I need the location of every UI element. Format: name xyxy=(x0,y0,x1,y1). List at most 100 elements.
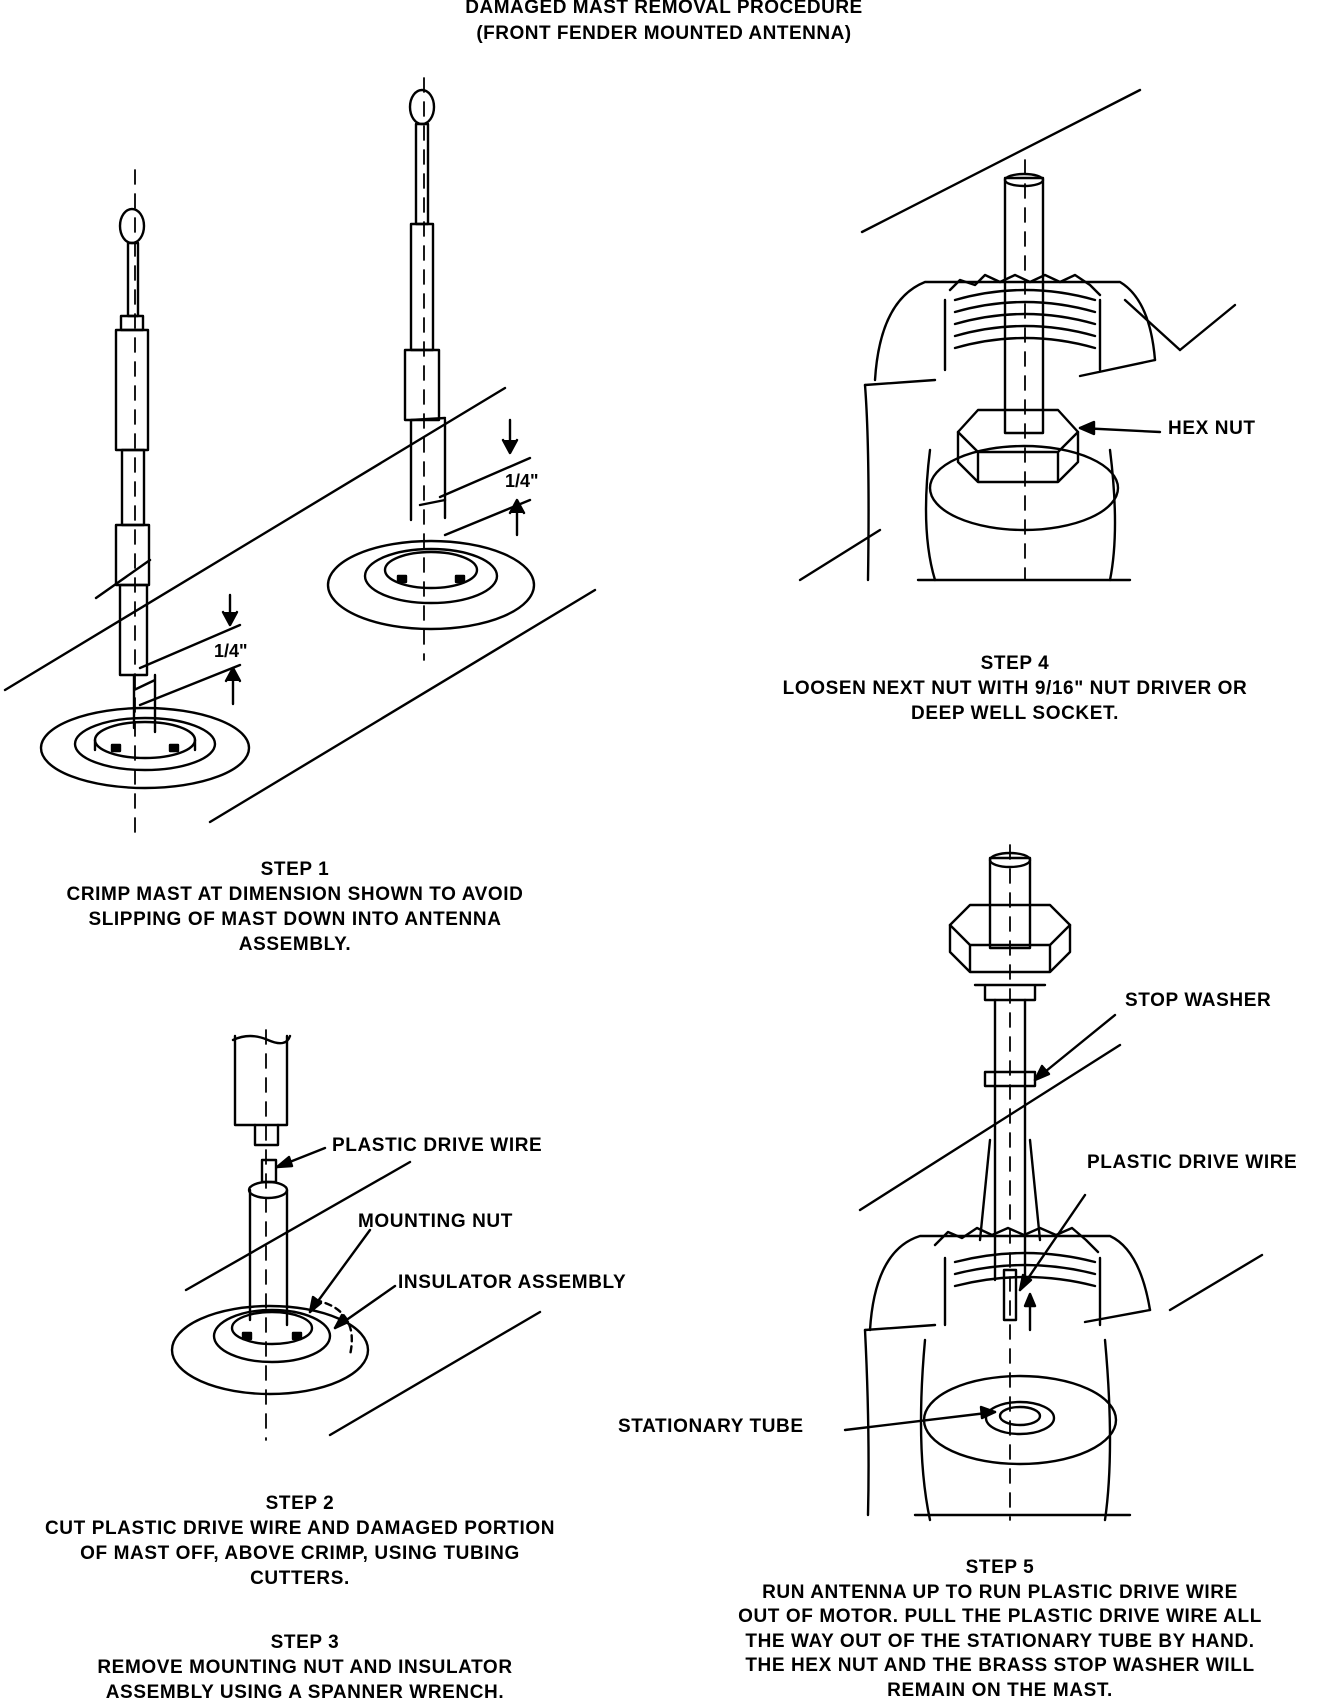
collar-sides xyxy=(945,1258,1100,1325)
plastic-drive-wire-callout: PLASTIC DRIVE WIRE xyxy=(332,1135,543,1156)
housing-top xyxy=(924,1376,1116,1464)
insulator-assembly xyxy=(214,1310,330,1362)
stationary-tube xyxy=(986,1402,1054,1434)
arrowhead xyxy=(1025,1294,1035,1306)
insulator-ring xyxy=(365,549,497,603)
plastic-drive-wire-callout-step5: PLASTIC DRIVE WIRE xyxy=(1087,1152,1298,1173)
step2-line: CUT PLASTIC DRIVE WIRE AND DAMAGED PORTI… xyxy=(44,1518,556,1539)
step5-line: REMAIN ON THE MAST. xyxy=(887,1679,1113,1701)
fender-opening xyxy=(870,1236,1150,1330)
fender-short-line xyxy=(96,560,150,598)
step2-illustration xyxy=(172,1030,540,1440)
spanner-notch xyxy=(456,576,464,582)
hex-nut-sides xyxy=(950,925,1070,972)
fender-cut xyxy=(865,360,1155,385)
fender-line xyxy=(1180,305,1235,350)
spanner-notch xyxy=(293,1333,301,1339)
arrowhead xyxy=(981,1407,995,1418)
ratchet-nut-teeth xyxy=(950,275,1100,295)
mast-section xyxy=(128,243,138,316)
mast-section xyxy=(116,525,149,585)
cut-mast-tip xyxy=(255,1125,278,1145)
mast-lower-section xyxy=(411,418,445,520)
mast-collar xyxy=(121,316,143,330)
mounting-nut xyxy=(385,552,477,588)
mast-tube-top xyxy=(1005,174,1043,186)
insulator-outline xyxy=(315,1300,352,1355)
arrowhead xyxy=(277,1157,292,1167)
leader-stop-washer xyxy=(1035,1015,1115,1080)
arrowhead xyxy=(310,1297,321,1312)
dimension-label: 1/4" xyxy=(214,641,248,661)
fender-cut xyxy=(865,1310,1150,1330)
plastic-drive-wire xyxy=(262,1160,276,1182)
dimension-label: 1/4" xyxy=(505,471,539,491)
hex-nut-callout: HEX NUT xyxy=(1168,418,1256,439)
mast-tube-top xyxy=(990,853,1030,867)
step3-heading: STEP 3 xyxy=(270,1632,340,1653)
fender-edge-line xyxy=(5,388,505,690)
spanner-notch xyxy=(170,745,178,751)
mounting-nut xyxy=(232,1312,312,1344)
step5-heading: STEP 5 xyxy=(965,1557,1035,1578)
mast-section xyxy=(416,124,428,224)
arrowhead xyxy=(1020,1275,1031,1290)
fender-lower-line xyxy=(330,1312,540,1435)
fender-lower-line xyxy=(210,590,595,822)
plastic-drive-wire xyxy=(1004,1270,1016,1320)
step4-illustration xyxy=(800,90,1235,580)
insulator-assembly-callout: INSULATOR ASSEMBLY xyxy=(398,1272,627,1293)
fender-line xyxy=(862,90,1140,232)
step1-line: SLIPPING OF MAST DOWN INTO ANTENNA xyxy=(88,909,502,930)
fender-line xyxy=(1170,1255,1262,1310)
mounting-nut xyxy=(95,722,195,758)
cut-mast-piece xyxy=(235,1036,287,1125)
mast-stub-top xyxy=(249,1182,287,1198)
step5-line: RUN ANTENNA UP TO RUN PLASTIC DRIVE WIRE xyxy=(762,1581,1238,1603)
mast-stub xyxy=(250,1190,287,1325)
step5-line: THE WAY OUT OF THE STATIONARY TUBE BY HA… xyxy=(745,1630,1255,1652)
spanner-notch xyxy=(112,745,120,751)
step4-line: DEEP WELL SOCKET. xyxy=(911,703,1119,724)
step2-caption: STEP 2 CUT PLASTIC DRIVE WIRE AND DAMAGE… xyxy=(0,1491,600,1591)
mast-tip-ball xyxy=(120,209,144,243)
nut-sides xyxy=(95,740,195,750)
fender-opening xyxy=(875,282,1155,380)
fender-edge xyxy=(1125,300,1180,350)
step3-caption: STEP 3 REMOVE MOUNTING NUT AND INSULATOR… xyxy=(10,1630,600,1705)
leader-plastic-drive-wire xyxy=(1020,1195,1085,1290)
leader-stationary-tube xyxy=(845,1412,995,1430)
step3-line: REMOVE MOUNTING NUT AND INSULATOR xyxy=(97,1657,513,1678)
dimension-marker-right xyxy=(440,420,530,535)
step5-caption: STEP 5 RUN ANTENNA UP TO RUN PLASTIC DRI… xyxy=(680,1556,1320,1703)
nut-washer xyxy=(975,985,1045,1000)
mounting-nut-callout: MOUNTING NUT xyxy=(358,1211,513,1232)
step1-line: CRIMP MAST AT DIMENSION SHOWN TO AVOID xyxy=(66,884,524,905)
step5-line: THE HEX NUT AND THE BRASS STOP WASHER WI… xyxy=(745,1655,1255,1676)
fender-line xyxy=(860,1045,1120,1210)
stationary-tube-callout: STATIONARY TUBE xyxy=(618,1416,804,1437)
housing-sides xyxy=(926,450,1115,580)
step2-line: OF MAST OFF, ABOVE CRIMP, USING TUBING xyxy=(80,1543,520,1564)
mast-section xyxy=(116,330,148,450)
spanner-notch xyxy=(243,1333,251,1339)
crimp-mark xyxy=(420,500,445,505)
fender-edge-rough xyxy=(865,1330,869,1515)
step1-line: ASSEMBLY. xyxy=(238,934,352,955)
step2-heading: STEP 2 xyxy=(265,1493,335,1514)
collar-sides xyxy=(945,300,1100,370)
dimension-marker-left xyxy=(140,595,240,705)
base-pad xyxy=(41,708,249,788)
antenna-right xyxy=(328,78,534,660)
stationary-tube-bore xyxy=(1000,1407,1040,1425)
insulator-ring xyxy=(75,718,215,770)
mast-tip-ball xyxy=(410,90,434,124)
hex-nut-sides xyxy=(958,432,1078,482)
step5-line: OUT OF MOTOR. PULL THE PLASTIC DRIVE WIR… xyxy=(738,1606,1262,1627)
step4-caption: STEP 4 LOOSEN NEXT NUT WITH 9/16" NUT DR… xyxy=(710,651,1320,726)
step3-line: ASSEMBLY USING A SPANNER WRENCH. xyxy=(105,1682,505,1703)
mast-section xyxy=(405,350,439,420)
fender-line xyxy=(800,530,880,580)
housing-top xyxy=(930,446,1118,530)
